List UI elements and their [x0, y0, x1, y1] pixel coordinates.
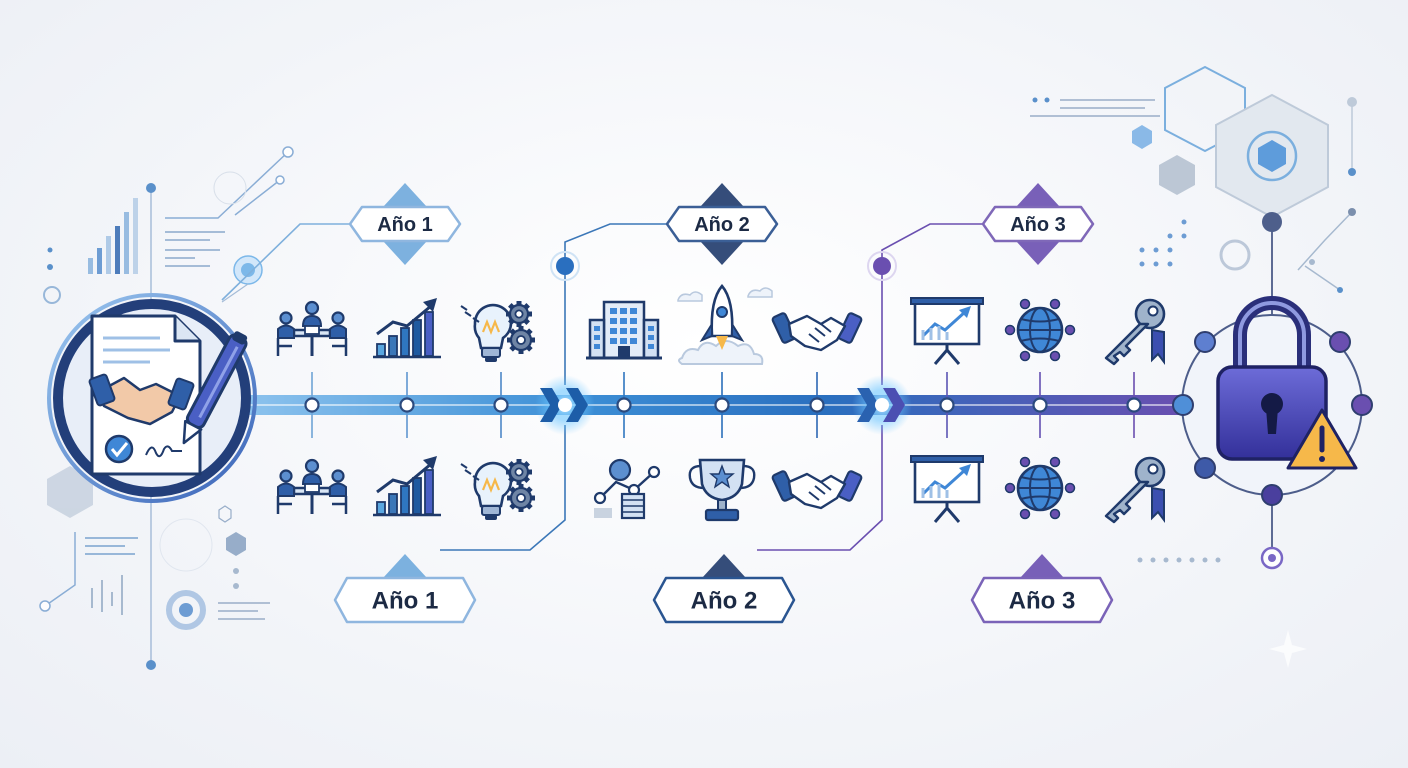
timeline-tick: [493, 372, 509, 438]
year-labels: Año 1 Año 2 Año 3 Año 1 Año 2 Año 3: [333, 183, 1114, 624]
year-label-text: Año 2: [694, 214, 750, 236]
key-ribbon-icon: [1104, 456, 1166, 524]
team-meeting-icon: [276, 300, 348, 356]
growth-chart-icon: [373, 298, 441, 359]
top-year-label-1: Año 1: [348, 183, 462, 265]
timeline-tick: [1126, 372, 1142, 438]
globe-network-icon: [1004, 456, 1076, 520]
timeline-tick: [616, 372, 632, 438]
team-meeting-icon: [276, 458, 348, 514]
background-decoration: [39, 65, 1357, 670]
top-year-label-3: Año 3: [981, 183, 1095, 265]
year3-node-ring: [867, 251, 897, 281]
padlock-warning-icon: [1172, 296, 1373, 506]
bottom-year-label-2: Año 2: [652, 554, 796, 624]
year-label-text: Año 1: [372, 588, 439, 615]
diamond-pointer-icon: [700, 183, 744, 207]
timeline-tick: [939, 372, 955, 438]
idea-gears-icon: [460, 301, 535, 362]
trophy-icon: [688, 458, 756, 522]
year2-node-ring: [550, 251, 580, 281]
network-data-icon: [593, 458, 661, 520]
timeline-ticks: [304, 372, 1142, 438]
timeline-tick: [809, 372, 825, 438]
rocket-launch-icon: [677, 284, 773, 365]
icon-rows: [276, 284, 1166, 524]
timeline-tick: [714, 372, 730, 438]
diamond-pointer-icon: [383, 183, 427, 207]
handshake-icon: [771, 470, 863, 510]
timeline-tick: [399, 372, 415, 438]
idea-gears-icon: [460, 459, 535, 520]
year-label-text: Año 2: [691, 588, 758, 615]
presentation-board-icon: [910, 455, 984, 523]
bottom-year-label-3: Año 3: [970, 554, 1114, 624]
diamond-pointer-icon: [700, 241, 744, 265]
year-label-text: Año 3: [1010, 214, 1066, 236]
diamond-pointer-icon: [383, 241, 427, 265]
timeline-tick: [1032, 372, 1048, 438]
growth-chart-icon: [373, 456, 441, 517]
year2-node: [556, 257, 574, 275]
handshake-icon: [771, 312, 863, 352]
presentation-board-icon: [910, 297, 984, 365]
diamond-pointer-icon: [1020, 554, 1064, 578]
globe-network-icon: [1004, 298, 1076, 362]
office-building-icon: [586, 300, 662, 360]
year-label-text: Año 1: [377, 214, 433, 236]
top-year-label-2: Año 2: [665, 183, 779, 265]
signed-contract-icon: [47, 293, 257, 503]
diamond-pointer-icon: [383, 554, 427, 578]
diamond-pointer-icon: [702, 554, 746, 578]
diamond-pointer-icon: [1016, 241, 1060, 265]
year3-node: [873, 257, 891, 275]
key-ribbon-icon: [1104, 298, 1166, 366]
year-label-text: Año 3: [1009, 588, 1076, 615]
mini-bar-chart-icon: [88, 198, 138, 274]
diamond-pointer-icon: [1016, 183, 1060, 207]
timeline-tick: [304, 372, 320, 438]
bottom-year-label-1: Año 1: [333, 554, 477, 624]
